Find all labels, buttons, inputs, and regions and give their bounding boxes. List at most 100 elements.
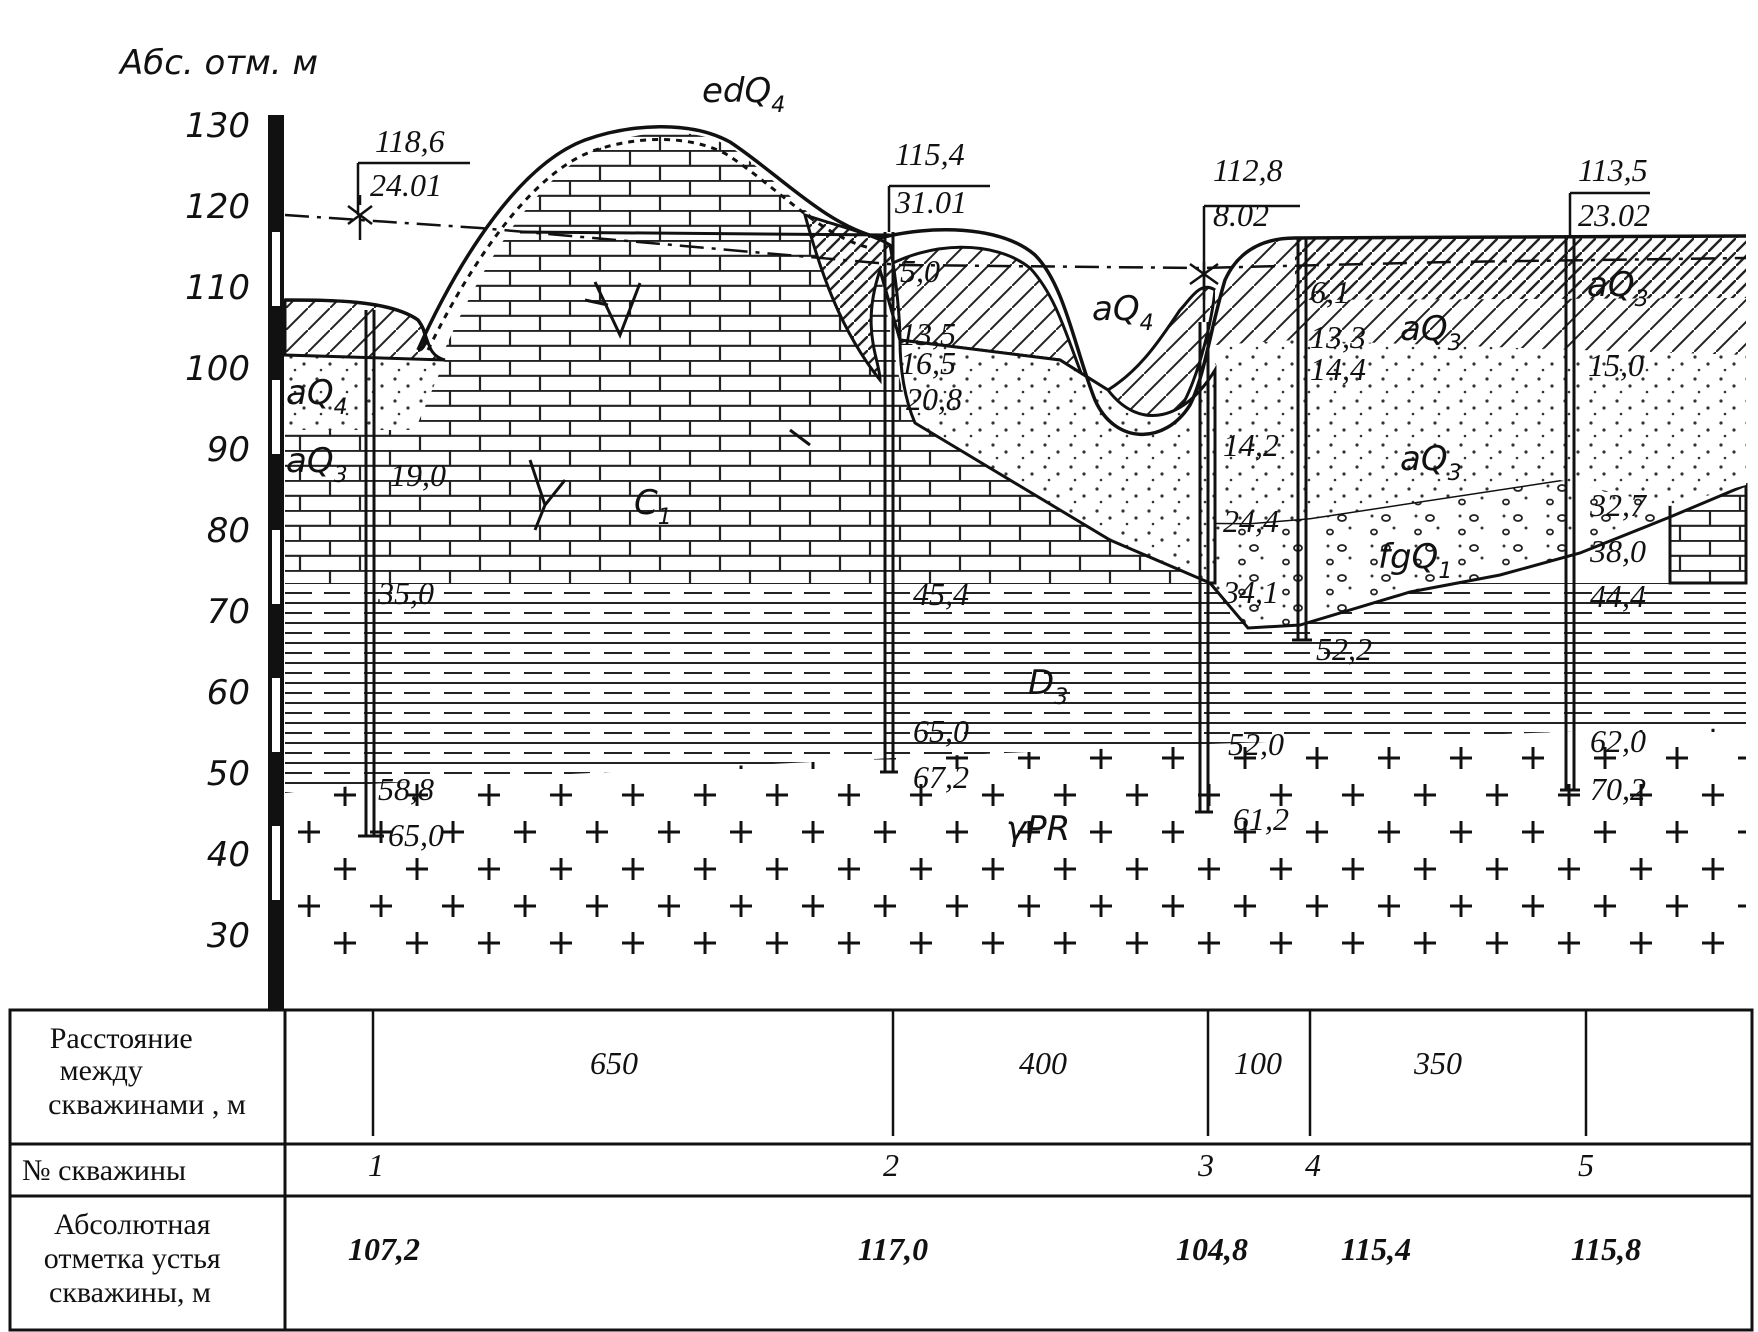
distance-value: 100	[1234, 1045, 1282, 1081]
svg-text:112,8: 112,8	[1213, 152, 1283, 188]
well-3-head: 112,8 8.02	[1189, 152, 1300, 322]
well-4-depth: 13,3	[1310, 319, 1366, 355]
well-3-shaft	[1195, 322, 1213, 814]
label-aq3-cap: aQ3	[1400, 309, 1462, 356]
well-4-shaft	[1292, 238, 1312, 642]
well-elevation: 117,0	[858, 1231, 928, 1267]
label-aq3-left: aQ3	[286, 441, 348, 488]
well-5-depth: 15,0	[1588, 347, 1644, 383]
well-5-depth: 70,2	[1590, 771, 1646, 807]
label-aq3-sands: aQ3	[1400, 439, 1462, 486]
label-fgq1: fgQ1	[1378, 537, 1452, 584]
distance-label: Расстояние между скважинами , м	[48, 1022, 246, 1121]
well-1-depth: 19,0	[390, 457, 446, 493]
karst-mark	[528, 459, 567, 531]
sand-layer-aq3-right	[1108, 340, 1746, 523]
axis-tick-label: 90	[207, 430, 250, 470]
well-5-head: 113,5 23.02	[1568, 152, 1650, 238]
well-3-depth: 52,0	[1228, 726, 1284, 762]
svg-text:8.02: 8.02	[1213, 197, 1269, 233]
karst-mark	[584, 281, 642, 339]
well-2-depth: 67,2	[913, 759, 969, 795]
distance-value: 400	[1019, 1045, 1067, 1081]
axis-tick-label: 50	[207, 754, 250, 794]
label-d3: D3	[1028, 663, 1068, 710]
svg-text:113,5: 113,5	[1578, 152, 1648, 188]
well-elevation: 115,4	[1341, 1231, 1411, 1267]
strata-labels: edQ4 aQ4 aQ3 aQ4 aQ3 aQ3 aQ3 fgQ1 C1 D3 …	[286, 71, 1649, 849]
svg-text:115,4: 115,4	[895, 136, 965, 172]
well-heads: 118,6 24.01 115,4 31.01 112,8 8.02 113,5…	[347, 123, 1650, 322]
ground-surface-valley	[879, 227, 1747, 437]
karst-mark	[789, 428, 811, 447]
well-1-depth: 58,8	[378, 771, 434, 807]
well-2-head: 115,4 31.01	[887, 136, 990, 232]
axis-tick-label: 40	[207, 835, 250, 875]
distance-value: 350	[1413, 1045, 1462, 1081]
axis-tick-label: 70	[207, 592, 250, 632]
well-1-depth: 35,0	[377, 575, 434, 611]
svg-text:24.01: 24.01	[370, 167, 442, 203]
well-1-head: 118,6 24.01	[347, 123, 470, 240]
well-3-depth: 24,4	[1223, 503, 1279, 539]
well-number: 1	[368, 1147, 384, 1183]
ground-surface-left	[284, 298, 427, 352]
well-2-shaft	[880, 232, 898, 774]
elevation-axis: Абс. отм. м 130 120 110 100 90 80 70 60 50 40 30	[118, 43, 318, 1010]
well-4-depth: 6,1	[1310, 274, 1350, 310]
well-1-depth: 65,0	[388, 817, 444, 853]
well-5-depth: 38,0	[1589, 533, 1646, 569]
svg-text:23.02: 23.02	[1578, 197, 1650, 233]
well-2-depth: 16,5	[900, 345, 956, 381]
fault-line-upper	[519, 230, 891, 237]
well-number: 2	[883, 1147, 899, 1183]
distance-value: 650	[590, 1045, 638, 1081]
well-elevation: 115,8	[1571, 1231, 1641, 1267]
data-table: Расстояние между скважинами , м 650 400 …	[8, 1008, 1754, 1332]
depth-labels: 19,0 35,0 58,8 65,0 5,0 13,5 16,5 20,8 4…	[377, 253, 1648, 853]
limestone-layer-c1	[285, 132, 1210, 583]
well-number: 4	[1305, 1147, 1321, 1183]
well-2-depth: 5,0	[900, 253, 940, 289]
well-4-depth: 14,4	[1310, 351, 1366, 387]
well-elevation: 104,8	[1176, 1231, 1248, 1267]
svg-text:31.01: 31.01	[894, 184, 967, 220]
well-5-depth: 32,7	[1589, 487, 1648, 523]
well-4-depth: 52,2	[1316, 631, 1372, 667]
eluvium-edq4-outer	[416, 125, 881, 351]
label-aq3-top-right: aQ3	[1587, 265, 1649, 312]
well-3-depth: 34,1	[1222, 574, 1279, 610]
well-number: 3	[1197, 1147, 1214, 1183]
well-2-depth: 13,5	[900, 316, 956, 352]
axis-tick-label: 110	[185, 268, 250, 308]
label-edq4: edQ4	[702, 71, 785, 118]
well-5-depth: 44,4	[1590, 578, 1646, 614]
axis-tick-label: 100	[185, 349, 250, 389]
well-number: 5	[1578, 1147, 1594, 1183]
label-aq4-valley: aQ4	[1092, 289, 1154, 336]
well-2-depth: 65,0	[913, 713, 969, 749]
sand-layer-slope	[898, 338, 1217, 585]
loam-layer-aq3-cap-dense	[1295, 236, 1746, 300]
well-number-label: № скважины	[22, 1154, 186, 1187]
limestone-layer-c1-right	[1668, 482, 1748, 585]
axis-tick-label: 130	[185, 106, 250, 146]
granite-layer-gpr	[285, 728, 1746, 955]
boreholes	[358, 232, 1580, 838]
axis-tick-label: 60	[207, 673, 250, 713]
well-3-depth: 61,2	[1233, 801, 1289, 837]
axis-title: Абс. отм. м	[118, 43, 318, 83]
label-c1: C1	[634, 483, 672, 530]
elevation-label: Абсолютная отметка устья скважины, м	[44, 1208, 228, 1309]
axis-tick-label: 120	[185, 187, 250, 227]
well-2-depth: 20,8	[906, 381, 962, 417]
shale-layer-d3	[285, 583, 1746, 793]
surface-lines	[284, 125, 1747, 437]
axis-ticks: 130 120 110 100 90 80 70 60 50 40 30	[185, 106, 250, 956]
axis-tick-label: 80	[207, 511, 250, 551]
axis-tick-label: 30	[207, 916, 250, 956]
well-elevation: 107,2	[348, 1231, 420, 1267]
label-aq4-left: aQ4	[286, 373, 348, 420]
distance-dividers	[371, 1010, 1588, 1136]
